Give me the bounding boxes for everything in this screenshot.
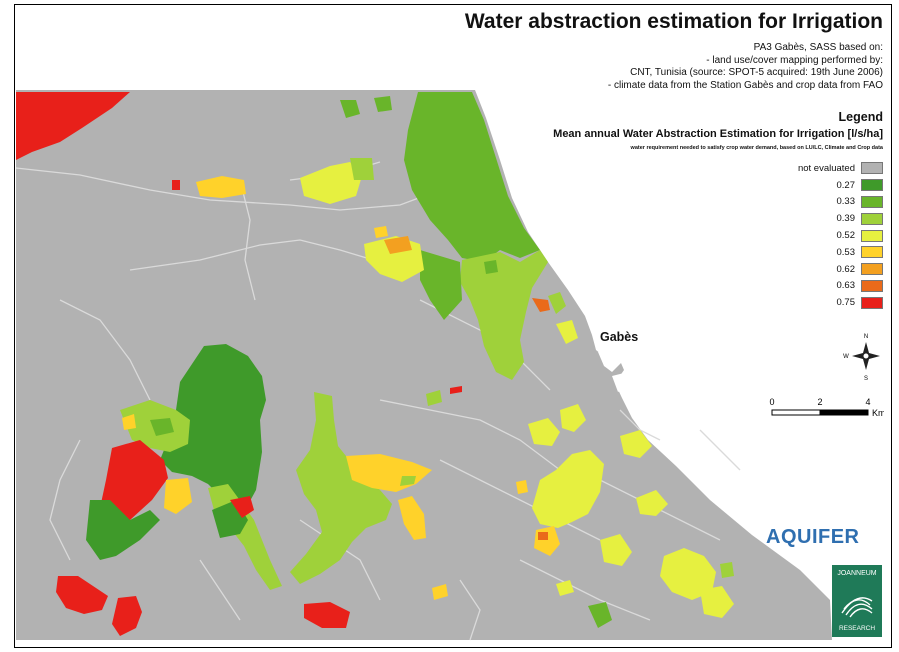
compass-rose: N S E W [843,334,884,382]
legend-item-label: 0.63 [836,280,856,292]
map-title: Water abstraction estimation for Irrigat… [464,10,883,33]
map-frame [14,4,892,648]
legend-item: 0.75 [798,294,883,311]
credit-line: - climate data from the Station Gabès an… [607,79,883,91]
legend-heading: Legend [838,110,883,124]
legend-swatch [861,279,883,292]
legend-item-label: 0.27 [836,179,856,191]
legend-swatch [861,263,883,276]
legend-swatch [861,246,883,259]
legend-item-label: 0.53 [836,246,856,258]
map-canvas: N S E W 0 2 4 Km [16,90,884,641]
legend-item: 0.63 [798,278,883,295]
legend-swatch [861,296,883,309]
city-label-gabes: Gabès [600,330,639,344]
legend-item: 0.27 [798,177,883,194]
scale-tick-4: 4 [865,397,870,407]
scale-tick-0: 0 [769,397,774,407]
scale-bar: 0 2 4 Km [769,397,884,418]
jr-logo-bottom-text: RESEARCH [838,625,876,632]
jr-logo-top-text: JOANNEUM [837,570,877,577]
legend-item: 0.53 [798,244,883,261]
credits-block: PA3 Gabès, SASS based on: - land use/cov… [608,42,883,92]
legend-item: 0.33 [798,194,883,211]
scale-unit: Km [872,408,884,418]
legend-item: 0.62 [798,261,883,278]
credit-line: - land use/cover mapping performed by: [706,54,883,66]
legend-item: 0.52 [798,227,883,244]
credit-line: PA3 Gabès, SASS based on: [753,42,883,53]
irrigation-zones [16,92,734,636]
legend-subtitle: Mean annual Water Abstraction Estimation… [553,128,883,140]
credit-line: CNT, Tunisia (source: SPOT-5 acquired: 1… [630,67,883,78]
compass-w: W [843,354,849,360]
legend-swatch [861,212,883,225]
port-inlet [612,372,630,392]
port-inlet [598,350,622,372]
legend-list: not evaluated 0.27 0.33 0.39 0.52 0.53 0.62 0.6… [798,160,883,311]
legend-item: 0.39 [798,210,883,227]
legend-item-label: 0.39 [836,213,856,225]
legend-item-label: not evaluated [797,162,855,174]
compass-n: N [864,334,868,340]
legend-swatch [861,229,883,242]
legend-item-label: 0.75 [836,297,856,309]
legend-item-label: 0.62 [836,263,856,275]
legend-swatch [861,179,883,192]
legend-note: water requirement needed to satisfy crop… [630,145,883,151]
legend-item: not evaluated [798,160,883,177]
legend-item-label: 0.52 [836,230,856,242]
legend-swatch [861,195,883,208]
joanneum-research-logo: JOANNEUM RESEARCH [832,565,882,637]
scale-tick-2: 2 [817,397,822,407]
compass-s: S [864,376,868,382]
jr-logo-mark [841,597,873,618]
legend-swatch [861,162,883,175]
aquifer-logo: AQUIFER [766,526,860,548]
legend-item-label: 0.33 [836,196,856,208]
